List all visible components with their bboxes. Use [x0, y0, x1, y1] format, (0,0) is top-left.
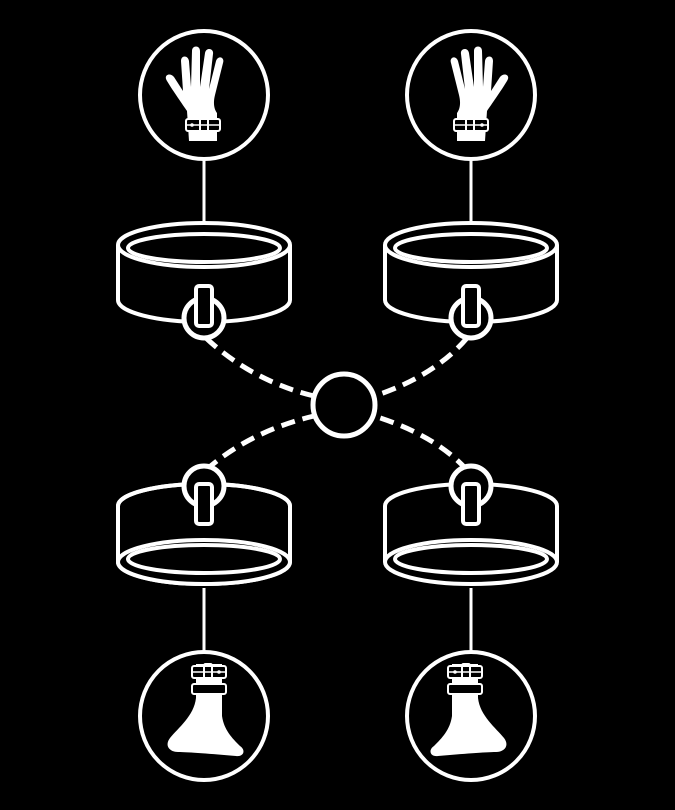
cuff-top-left	[116, 29, 292, 341]
ring-icon	[310, 371, 378, 439]
connector-bottom-left	[204, 413, 315, 472]
cuff-bottom-left	[116, 463, 292, 782]
cuff-top-right	[383, 29, 559, 341]
cuff-bottom-right	[383, 463, 559, 782]
connector-top-right	[373, 336, 469, 399]
connector-top-left	[204, 336, 315, 399]
buckle-icon	[461, 482, 481, 526]
buckle-icon	[194, 482, 214, 526]
buckle-icon	[461, 284, 481, 328]
connector-bottom-right	[373, 413, 469, 472]
buckle-icon	[194, 284, 214, 328]
